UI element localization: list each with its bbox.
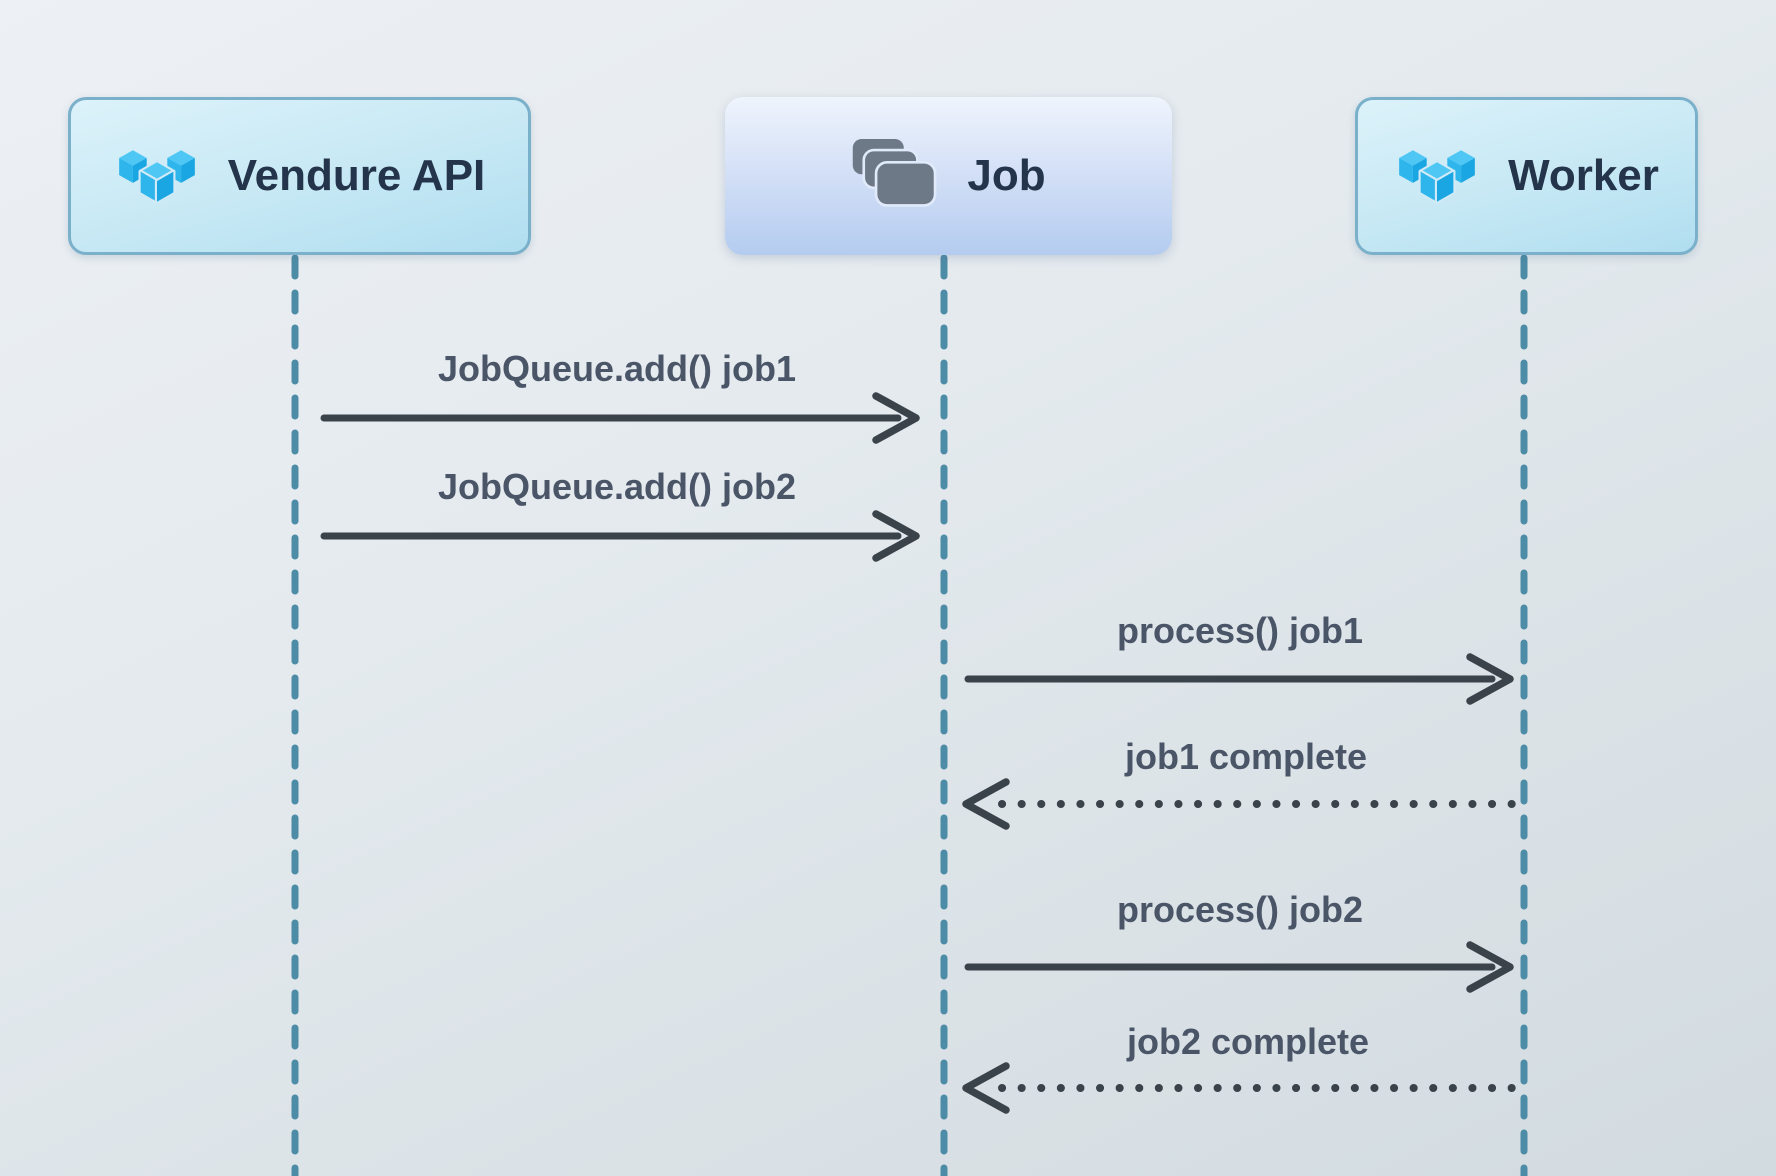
message-label-process-job2: process() job2 xyxy=(1116,889,1364,930)
job-stack-icon xyxy=(853,139,937,207)
vendure-logo-icon xyxy=(1394,136,1480,216)
vendure-logo-icon xyxy=(114,136,200,216)
message-label-job1-complete: job1 complete xyxy=(1124,736,1368,777)
message-label-process-job1: process() job1 xyxy=(1116,610,1364,651)
participant-worker: Worker xyxy=(1355,97,1698,255)
arrow-process-job2 xyxy=(964,941,1514,993)
arrow-process-job1 xyxy=(964,653,1514,705)
arrow-jobqueue-add-job1 xyxy=(320,392,920,444)
arrow-job2-complete xyxy=(962,1062,1516,1114)
arrow-job1-complete xyxy=(962,778,1516,830)
participant-label: Job xyxy=(967,151,1046,200)
message-label-job2-complete: job2 complete xyxy=(1126,1021,1370,1062)
participant-job: Job xyxy=(725,97,1172,255)
participant-label: Worker xyxy=(1508,151,1659,200)
message-label-jobqueue-add-job2: JobQueue.add() job2 xyxy=(437,466,797,507)
participant-vendure-api: Vendure API xyxy=(68,97,531,255)
message-label-jobqueue-add-job1: JobQueue.add() job1 xyxy=(437,348,797,389)
arrow-jobqueue-add-job2 xyxy=(320,510,920,562)
participant-label: Vendure API xyxy=(227,151,486,200)
